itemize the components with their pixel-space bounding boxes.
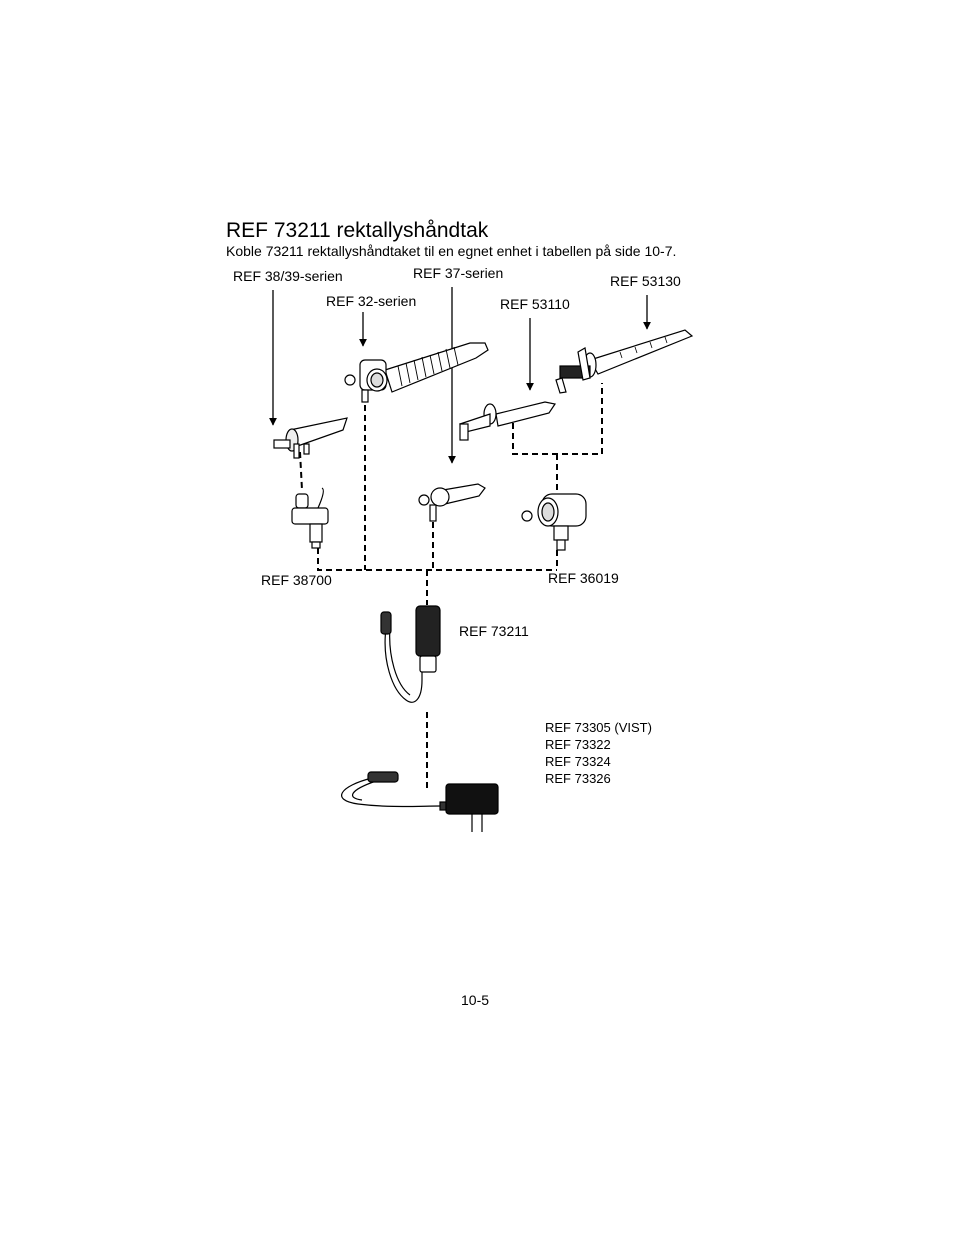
label-ref-32-series: REF 32-serien	[326, 293, 417, 309]
pointer-arrows	[269, 287, 651, 464]
label-ref-38-39-series: REF 38/39-serien	[233, 268, 343, 284]
ref-38-39-speculum-icon	[273, 417, 348, 459]
power-supply-icon	[341, 771, 499, 832]
label-ref-36019: REF 36019	[548, 570, 619, 586]
intro-text: Koble 73211 rektallyshåndtaket til en eg…	[226, 243, 677, 259]
ref-37-instrument-icon	[418, 483, 486, 522]
page-title: REF 73211 rektallyshåndtak	[226, 219, 489, 242]
dashed-connectors	[299, 383, 603, 790]
label-ref-73326: REF 73326	[545, 771, 611, 786]
label-ref-37-series: REF 37-serien	[413, 265, 504, 281]
label-ref-73305: REF 73305 (VIST)	[545, 720, 652, 735]
ref-53110-instrument-icon	[459, 401, 556, 441]
ref-38700-adapter-icon	[291, 487, 329, 549]
label-ref-38700: REF 38700	[261, 572, 332, 588]
label-ref-73322: REF 73322	[545, 737, 611, 752]
label-ref-53110: REF 53110	[500, 296, 570, 312]
label-ref-73324: REF 73324	[545, 754, 611, 769]
label-ref-73211: REF 73211	[459, 623, 529, 639]
ref-32-anoscope-icon	[344, 342, 489, 403]
page-number: 10-5	[461, 992, 490, 1008]
label-ref-53130: REF 53130	[610, 273, 681, 289]
ref-73211-handle-icon	[380, 605, 441, 703]
ref-36019-head-icon	[521, 493, 587, 551]
ref-53130-instrument-icon	[555, 329, 694, 394]
